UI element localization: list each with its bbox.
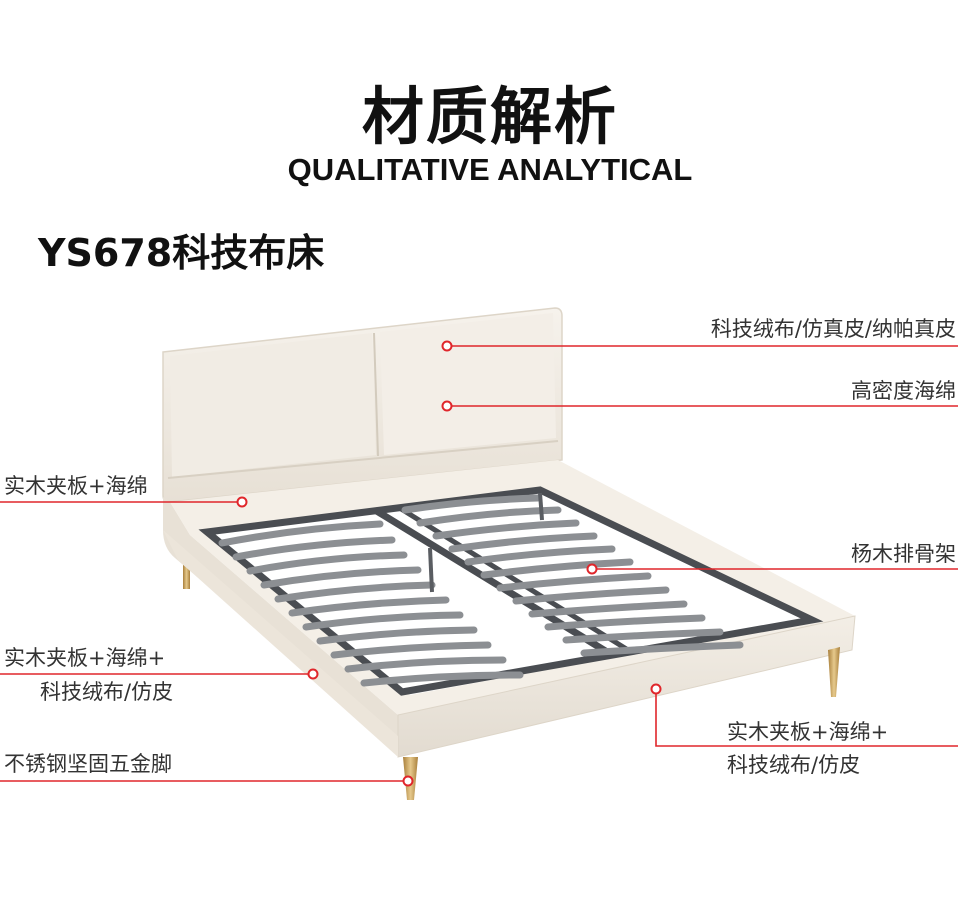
section-subtitle: QUALITATIVE ANALYTICAL: [287, 152, 693, 187]
callout-headboard-foam: 高密度海绵: [851, 379, 956, 403]
callout-side-frame-line2: 科技绒布/仿皮: [40, 680, 174, 704]
callout-lines: [0, 345, 958, 782]
bed-frame: [163, 460, 856, 758]
callout-dots: [236, 340, 662, 787]
callout-legs: 不锈钢坚固五金脚: [4, 752, 172, 776]
slat-frame: [198, 486, 824, 696]
callout-side-frame-line1: 实木夹板+海绵+: [4, 646, 166, 670]
callout-headboard-fabric: 科技绒布/仿真皮/纳帕真皮: [710, 317, 956, 341]
callout-slats: 杨木排骨架: [851, 542, 956, 566]
headboard: [162, 307, 563, 503]
section-title: 材质解析: [361, 80, 618, 153]
product-name: YS678科技布床: [38, 231, 325, 275]
callout-headboard-board: 实木夹板+海绵: [4, 474, 148, 498]
callout-front-frame-line2: 科技绒布/仿皮: [727, 753, 861, 777]
callout-front-frame-line1: 实木夹板+海绵+: [727, 720, 889, 744]
